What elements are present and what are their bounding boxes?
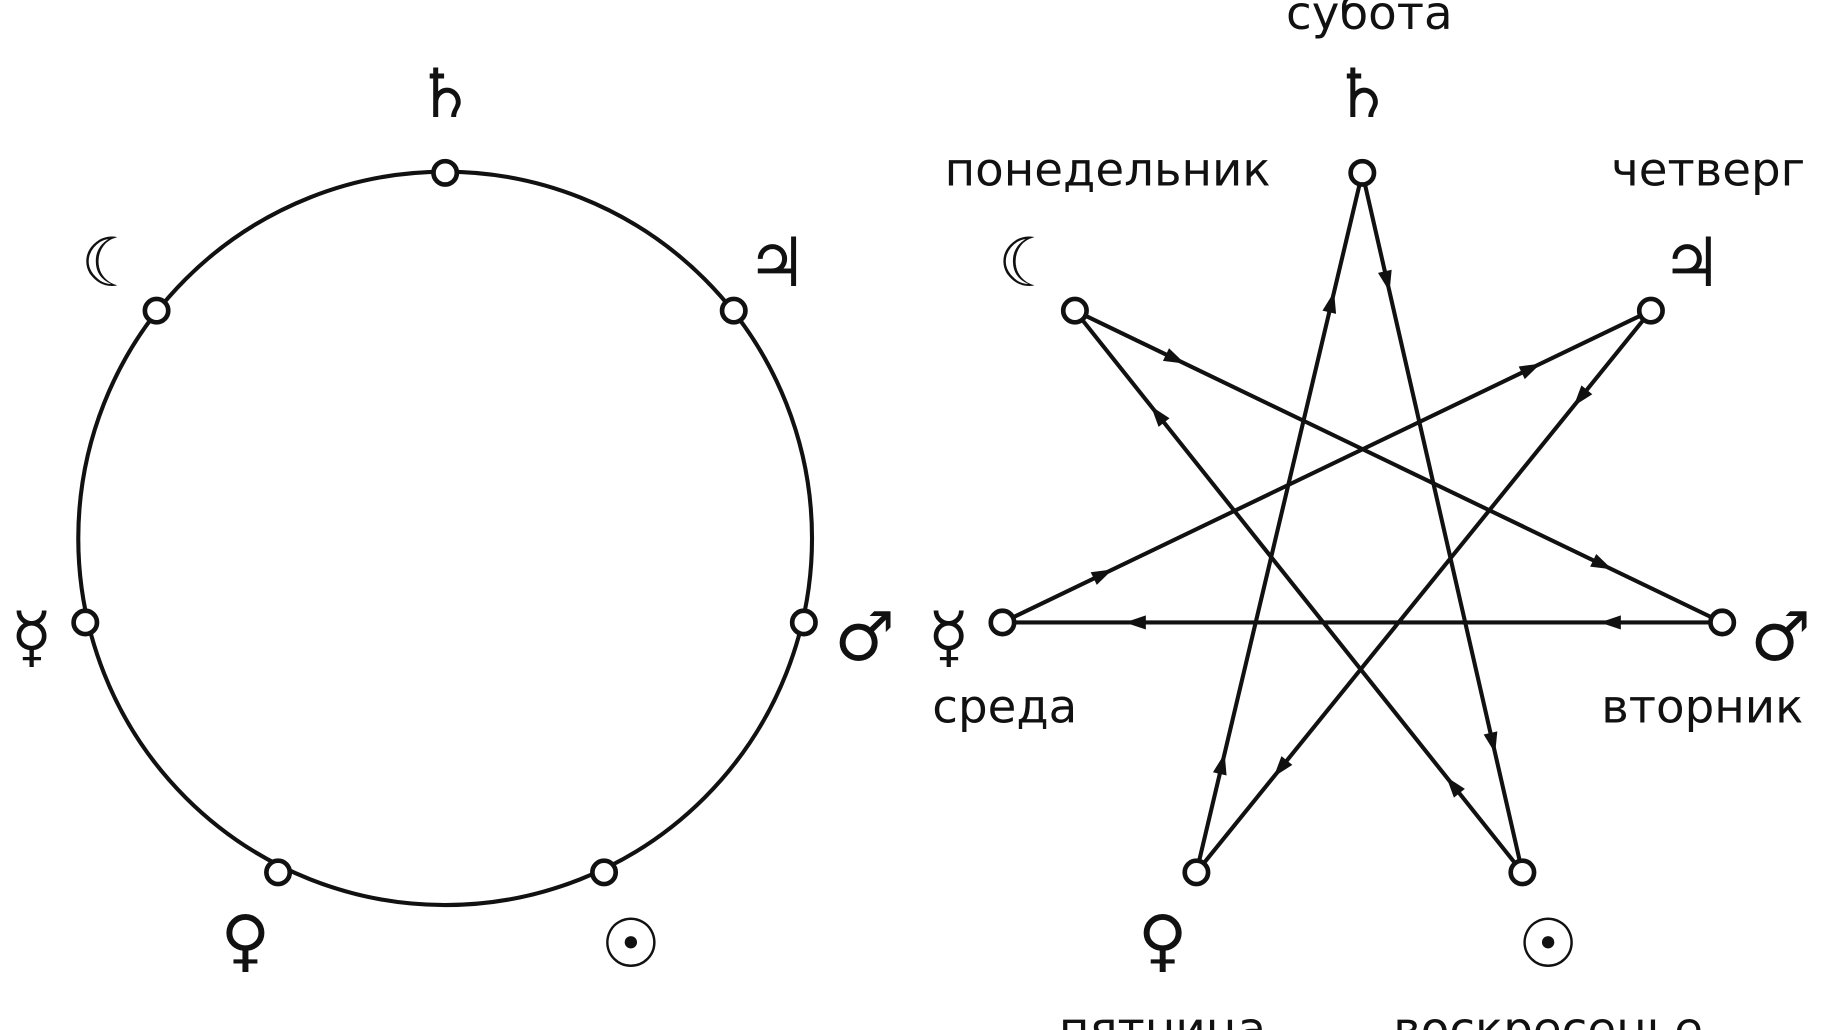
saturn-node <box>431 158 460 187</box>
venus-symbol: ♀ <box>1138 901 1188 980</box>
sun-symbol: ☉ <box>601 904 662 983</box>
mercury-node <box>71 608 100 637</box>
arrowhead <box>1124 615 1146 630</box>
jupiter-node <box>1636 296 1665 325</box>
mercury-symbol: ☿ <box>928 597 970 676</box>
arrowhead <box>1378 269 1392 292</box>
mars-symbol: ♂ <box>834 597 895 676</box>
saturn-symbol: ♄ <box>1332 54 1393 133</box>
day-label-friday: пятница <box>1059 1003 1266 1030</box>
moon-symbol: ☾ <box>998 223 1059 302</box>
arrowhead <box>1590 553 1613 570</box>
mars-node <box>1708 608 1737 637</box>
day-label-monday: понедельник <box>945 144 1271 198</box>
day-label-thursday: четверг <box>1611 144 1805 198</box>
venus-node <box>1182 858 1211 887</box>
arrowhead <box>1212 753 1227 776</box>
sun-node <box>1508 858 1537 887</box>
moon-node <box>142 296 171 325</box>
mercury-symbol: ☿ <box>11 597 53 676</box>
arrowhead <box>1090 569 1113 585</box>
arrowhead <box>1446 776 1465 798</box>
day-label-tuesday: вторник <box>1601 681 1803 735</box>
arrowhead <box>1162 348 1185 364</box>
jupiter-node <box>719 296 748 325</box>
sun-node <box>590 858 619 887</box>
saturn-node <box>1348 158 1377 187</box>
saturn-symbol: ♄ <box>415 54 476 133</box>
arrowhead <box>1573 385 1593 407</box>
arrowhead <box>1322 291 1337 314</box>
sun-symbol: ☉ <box>1518 904 1579 983</box>
day-label-saturday: субота <box>1286 0 1453 41</box>
arrowhead <box>1483 731 1498 754</box>
mercury-node <box>988 608 1017 637</box>
orbit-circle <box>76 169 815 908</box>
arrowhead <box>1150 406 1170 427</box>
arrowhead <box>1518 363 1541 380</box>
mars-node <box>789 608 818 637</box>
arrowhead <box>1273 756 1293 777</box>
jupiter-symbol: ♃ <box>747 223 808 302</box>
jupiter-symbol: ♃ <box>1661 223 1722 302</box>
moon-symbol: ☾ <box>81 223 142 302</box>
arrowhead <box>1599 615 1621 630</box>
day-label-wednesday: среда <box>932 681 1077 735</box>
venus-node <box>264 858 293 887</box>
mars-symbol: ♂ <box>1750 597 1811 676</box>
moon-node <box>1060 296 1089 325</box>
venus-symbol: ♀ <box>221 901 271 980</box>
circle-diagram: ♄ ☾ ♃ ☿ ♂ ♀ ☉ <box>11 54 895 983</box>
day-label-sunday: воскресенье <box>1393 1003 1703 1030</box>
heptagram-diagram: ♄ ☾ ♃ ☿ ♂ ♀ ☉ субота понедельник четверг… <box>928 0 1811 1030</box>
